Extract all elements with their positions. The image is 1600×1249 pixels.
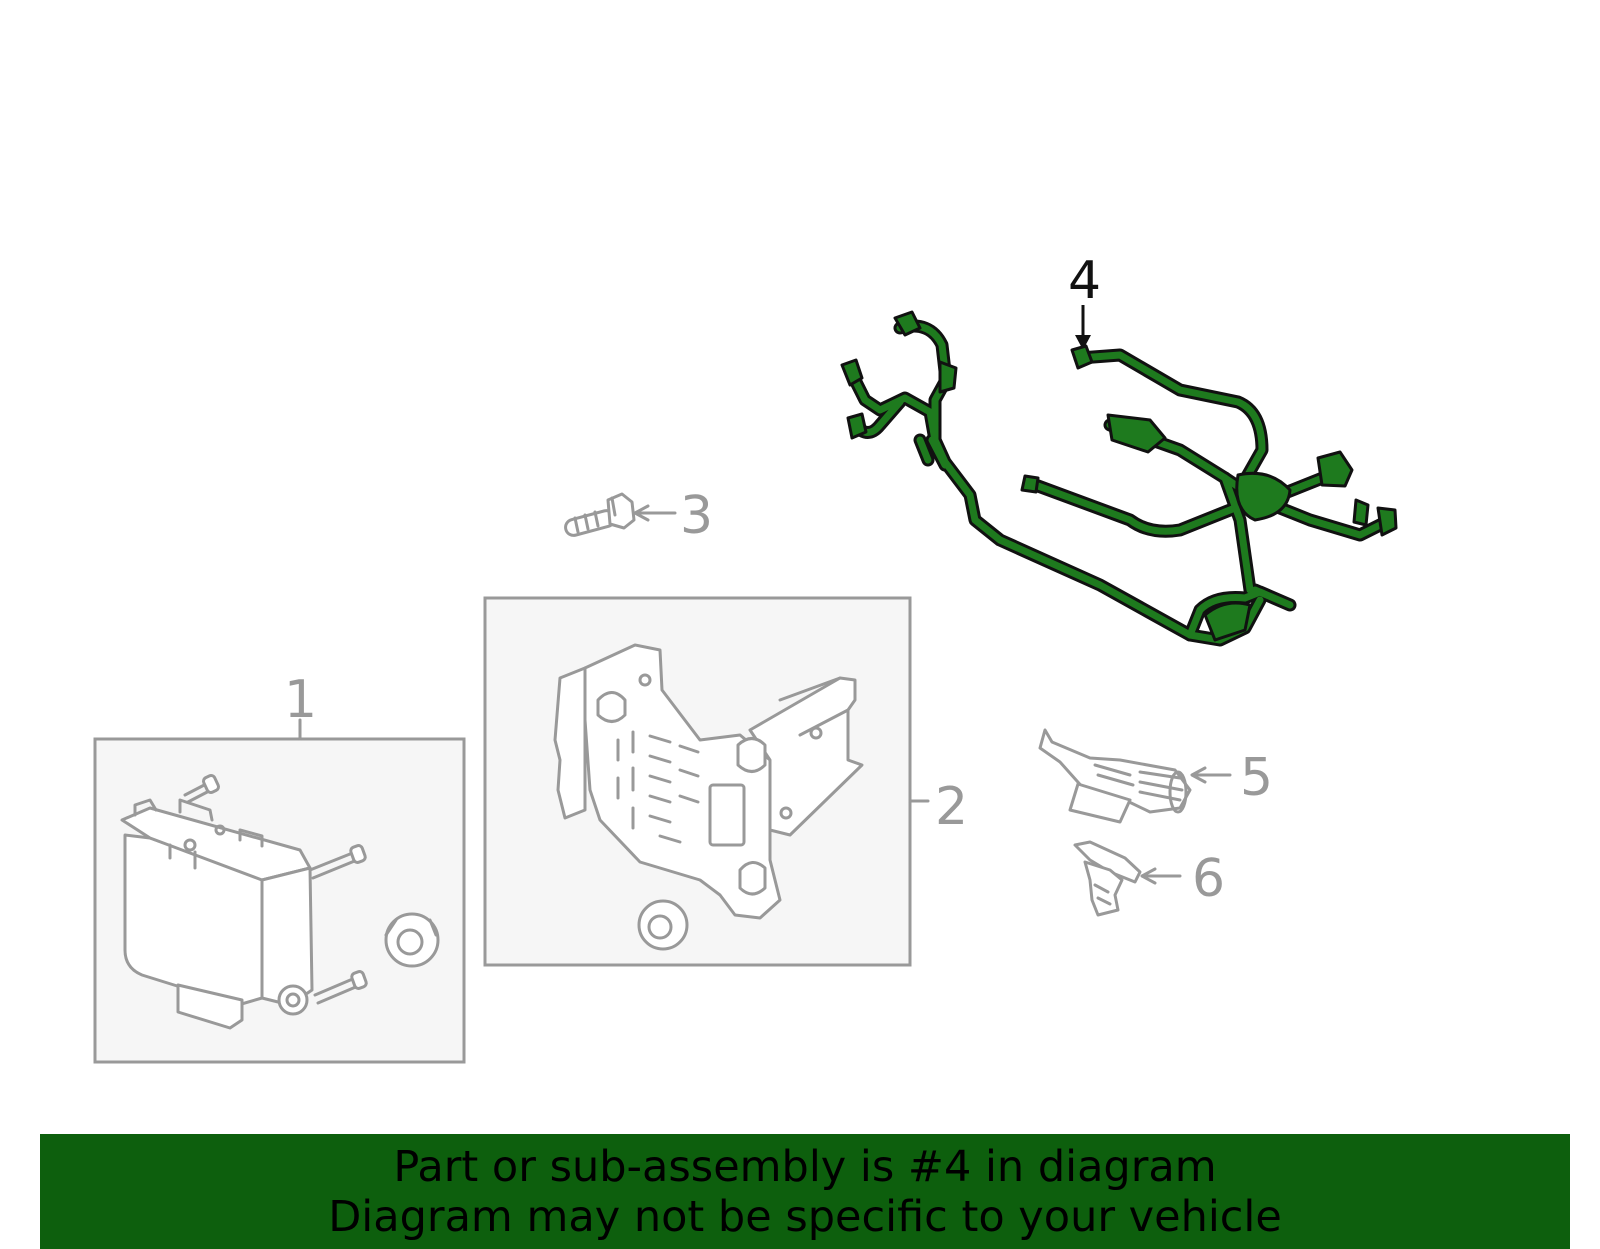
part-1-module-drawing: [120, 774, 440, 1030]
banner-line-2: Diagram may not be specific to your vehi…: [328, 1191, 1282, 1242]
part-2-bracket-drawing: [553, 643, 864, 951]
callout-4-label[interactable]: 4: [1068, 251, 1101, 311]
part-5-drawing: [1038, 728, 1192, 824]
banner-line-1: Part or sub-assembly is #4 in diagram: [393, 1141, 1217, 1192]
callout-2-label[interactable]: 2: [935, 777, 968, 837]
part-4-arrowhead: [1075, 335, 1091, 350]
disclaimer-banner: Part or sub-assembly is #4 in diagram Di…: [40, 1134, 1570, 1249]
part-5-group: 5: [1038, 728, 1273, 824]
callout-3-label[interactable]: 3: [680, 486, 713, 546]
part-6-clip-drawing: [1073, 840, 1142, 917]
part-1-group: 1: [93, 670, 466, 1064]
part-4-group: 4: [840, 251, 1398, 647]
callout-5-label[interactable]: 5: [1240, 748, 1273, 808]
callout-1-label[interactable]: 1: [284, 670, 317, 730]
part-3-group: 3: [564, 486, 713, 546]
part-6-group: 6: [1073, 840, 1225, 917]
part-5-arrow: [1190, 766, 1232, 784]
part-6-arrow: [1140, 867, 1182, 885]
wiring-harness-drawing: [840, 310, 1398, 647]
callout-6-label[interactable]: 6: [1192, 849, 1225, 909]
part-3-arrow: [633, 504, 677, 522]
part-3-bolt-drawing: [564, 492, 636, 537]
part-2-group: 2: [483, 596, 968, 967]
